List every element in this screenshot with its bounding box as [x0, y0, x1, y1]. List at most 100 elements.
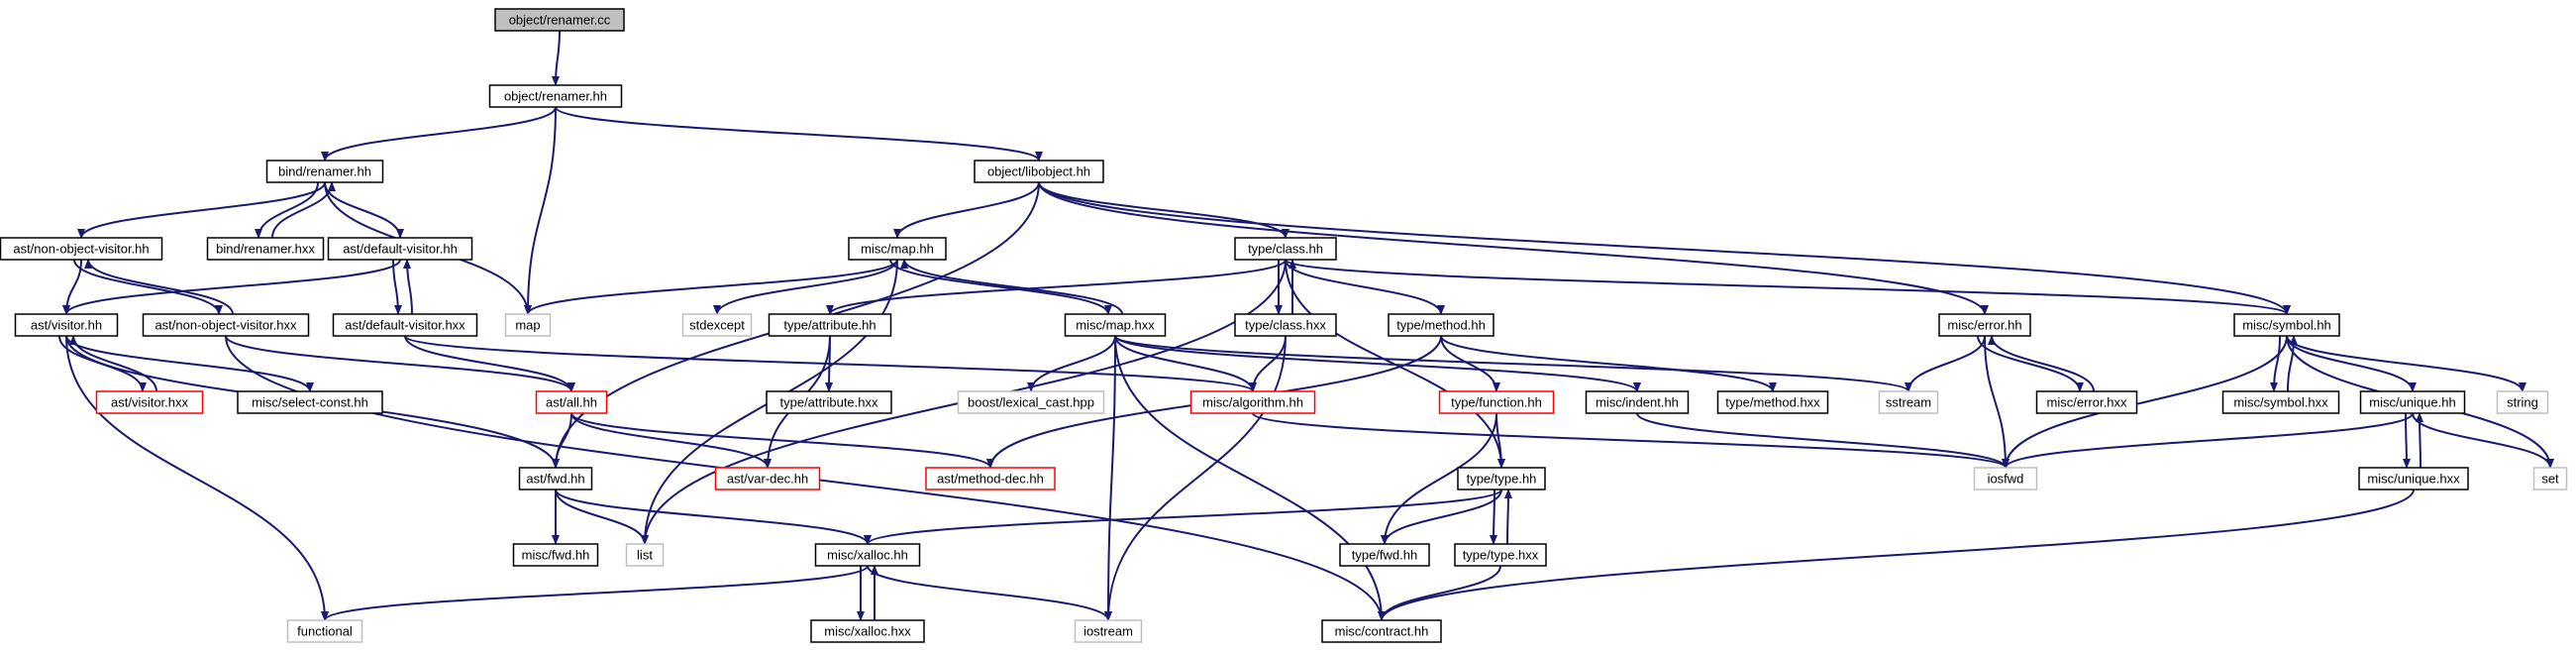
include-edge [65, 335, 314, 392]
node-box [2496, 390, 2549, 414]
include-edge [2416, 412, 2424, 469]
node-type-type-hxx[interactable]: type/type.hxx [1454, 543, 1547, 567]
node-misc-algorithm-hh[interactable]: misc/algorithm.hh [1189, 390, 1316, 414]
include-edge [1249, 335, 1287, 392]
node-misc-unique-hxx[interactable]: misc/unique.hxx [2358, 467, 2469, 490]
include-edge [1038, 181, 1289, 239]
include-edge [1285, 259, 1445, 315]
node-type-type-hh[interactable]: type/type.hh [1457, 467, 1546, 490]
node-misc-xalloc-hh[interactable]: misc/xalloc.hh [814, 543, 921, 567]
node-type-class-hxx[interactable]: type/class.hxx [1234, 313, 1337, 337]
node-type-class-hh[interactable]: type/class.hh [1234, 237, 1337, 261]
node-ast-var-dec-hh[interactable]: ast/var-dec.hh [714, 467, 821, 490]
node-misc-contract-hh[interactable]: misc/contract.hh [1321, 619, 1442, 643]
node-box [142, 313, 310, 337]
node-box [286, 619, 363, 643]
node-misc-symbol-hxx[interactable]: misc/symbol.hxx [2221, 390, 2340, 414]
node-label: ast/default-visitor.hh [343, 242, 458, 257]
node-ast-non-object-visitor-hh[interactable]: ast/non-object-visitor.hh [0, 237, 163, 261]
include-edge [1285, 259, 2291, 315]
node-label: misc/error.hh [1947, 318, 2021, 333]
node-box [1454, 543, 1547, 567]
node-bind-renamer-hh[interactable]: bind/renamer.hh [265, 160, 384, 183]
include-edge [524, 106, 557, 315]
node-misc-map-hh[interactable]: misc/map.hh [848, 237, 947, 261]
node-label: sstream [1886, 395, 1931, 410]
include-edge [570, 412, 994, 469]
node-type-method-hxx[interactable]: type/method.hxx [1716, 390, 1829, 414]
node-type-fwd-hh[interactable]: type/fwd.hh [1339, 543, 1430, 567]
node-label: misc/unique.hxx [2367, 472, 2460, 487]
include-edge [321, 106, 557, 162]
node-label: ast/non-object-visitor.hxx [155, 318, 297, 333]
node-object-libobject-hh[interactable]: object/libobject.hh [974, 160, 1104, 183]
node-misc-xalloc-hxx[interactable]: misc/xalloc.hxx [810, 619, 925, 643]
node-misc-error-hh[interactable]: misc/error.hh [1938, 313, 2031, 337]
node-box [1189, 390, 1316, 414]
node-bind-renamer-hxx[interactable]: bind/renamer.hxx [206, 237, 325, 261]
node-misc-unique-hh[interactable]: misc/unique.hh [2359, 390, 2466, 414]
node-ast-method-dec-hh[interactable]: ast/method-dec.hh [925, 467, 1056, 490]
include-edge [1252, 412, 2009, 469]
node-box [1973, 467, 2038, 490]
node-ast-all-hh[interactable]: ast/all.hh [535, 390, 608, 414]
node-label: ast/var-dec.hh [727, 472, 808, 487]
include-edge [271, 181, 336, 239]
node-box [332, 313, 478, 337]
node-box [512, 543, 599, 567]
include-edge [552, 412, 572, 469]
node-ast-visitor-hxx[interactable]: ast/visitor.hxx [95, 390, 204, 414]
node-box [504, 313, 552, 337]
node-ast-default-visitor-hxx[interactable]: ast/default-visitor.hxx [332, 313, 478, 337]
node-misc-error-hxx[interactable]: misc/error.hxx [2035, 390, 2138, 414]
node-misc-fwd-hh[interactable]: misc/fwd.hh [512, 543, 599, 567]
node-misc-symbol-hh[interactable]: misc/symbol.hh [2233, 313, 2340, 337]
node-misc-select-const-hh[interactable]: misc/select-const.hh [237, 390, 383, 414]
include-edge [552, 30, 561, 86]
node-boost-lexical-cast-hpp: boost/lexical_cast.hpp [957, 390, 1105, 414]
include-edge [69, 335, 157, 392]
node-label: stdexcept [689, 318, 745, 333]
include-edge [1114, 335, 1386, 621]
node-ast-fwd-hh[interactable]: ast/fwd.hh [518, 467, 593, 490]
node-object-renamer-hh[interactable]: object/renamer.hh [488, 84, 623, 108]
node-list: list [625, 543, 665, 567]
node-label: type/type.hxx [1463, 548, 1539, 563]
node-type-function-hh[interactable]: type/function.hh [1438, 390, 1555, 414]
node-label: type/class.hh [1248, 242, 1323, 257]
node-ast-non-object-visitor-hxx[interactable]: ast/non-object-visitor.hxx [142, 313, 310, 337]
include-edge [1636, 412, 2009, 469]
node-label: bind/renamer.hh [278, 164, 371, 179]
node-box [1585, 390, 1690, 414]
include-edge [867, 565, 1112, 621]
node-misc-map-hxx[interactable]: misc/map.hxx [1064, 313, 1167, 337]
include-edge [225, 335, 575, 392]
node-label: type/fwd.hh [1352, 548, 1418, 563]
node-type-attribute-hh[interactable]: type/attribute.hh [768, 313, 892, 337]
node-misc-indent-hh[interactable]: misc/indent.hh [1585, 390, 1690, 414]
node-box [974, 160, 1104, 183]
include-edge [1114, 335, 1257, 392]
node-box [1234, 237, 1337, 261]
node-functional: functional [286, 619, 363, 643]
include-edge [1503, 489, 1512, 545]
node-label: misc/select-const.hh [252, 395, 368, 410]
node-label: type/attribute.hh [783, 318, 876, 333]
node-type-attribute-hxx[interactable]: type/attribute.hxx [766, 390, 892, 414]
include-edge [893, 181, 1040, 239]
node-ast-default-visitor-hh[interactable]: ast/default-visitor.hh [327, 237, 473, 261]
include-edge [1114, 335, 1641, 392]
node-box [2359, 390, 2466, 414]
node-sstream: sstream [1878, 390, 1939, 414]
node-box [518, 467, 593, 490]
node-label: misc/xalloc.hh [827, 548, 908, 563]
node-label: ast/non-object-visitor.hh [13, 242, 149, 257]
node-set: set [2532, 467, 2568, 490]
node-ast-visitor-hh[interactable]: ast/visitor.hh [14, 313, 119, 337]
node-box [1716, 390, 1829, 414]
node-label: misc/map.hxx [1076, 318, 1155, 333]
include-edge [62, 259, 401, 315]
node-type-method-hh[interactable]: type/method.hh [1388, 313, 1494, 337]
node-box [494, 8, 625, 32]
node-box [0, 237, 163, 261]
